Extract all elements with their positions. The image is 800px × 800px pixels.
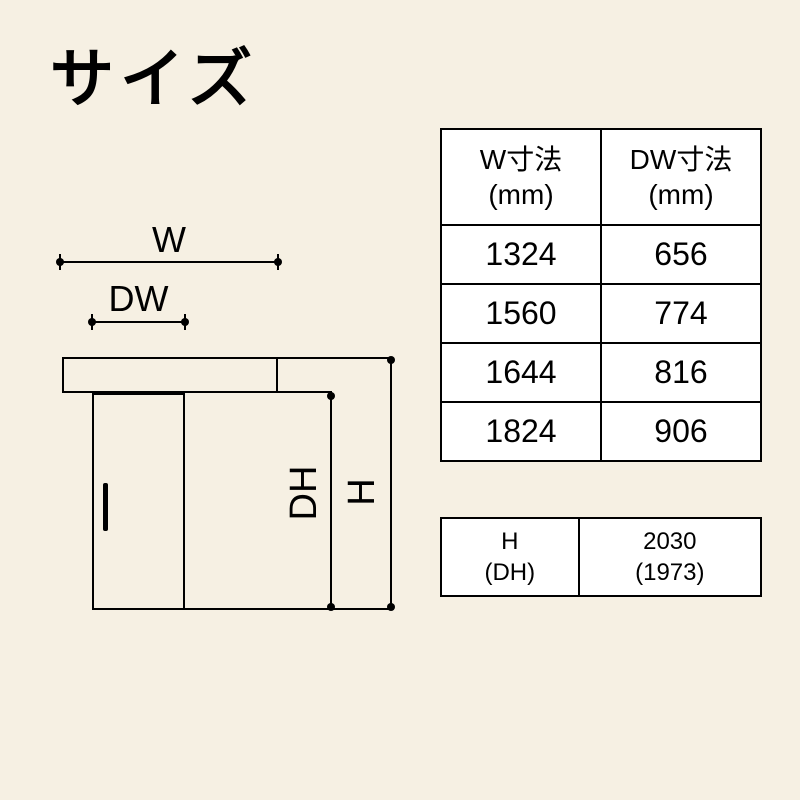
dw-dimension-line [92,321,185,323]
dw-column-header: DW寸法 (mm) [600,128,762,226]
dw-header-line1: DW寸法 [629,144,733,175]
dh-dim-dot-bottom [327,603,335,611]
size-table-row: 1644 816 [440,342,762,403]
h-dimension-line [390,358,392,610]
h-top-extension-line [278,357,392,359]
height-value-cell: 2030 (1973) [577,517,763,597]
w-value-cell: 1560 [440,283,602,344]
size-table: W寸法 (mm) DW寸法 (mm) 1324 656 1560 774 164… [440,128,762,462]
w-header-line2: (mm) [488,179,554,210]
w-dim-dot-right [274,258,282,266]
bottom-extension-line [185,608,392,610]
size-table-row: 1324 656 [440,224,762,285]
dw-dim-dot-right [181,318,189,326]
w-value-cell: 1644 [440,342,602,403]
height-value-line2: (1973) [635,559,705,586]
dw-dimension-label: DW [108,278,169,319]
w-value-cell: 1324 [440,224,602,285]
dw-value-cell: 656 [600,224,762,285]
height-label-line1: H [501,527,519,555]
w-column-header: W寸法 (mm) [440,128,602,226]
height-value-line1: 2030 [643,527,697,555]
height-table: H (DH) 2030 (1973) [440,517,763,597]
size-table-header-row: W寸法 (mm) DW寸法 (mm) [440,128,762,226]
size-table-row: 1824 906 [440,401,762,462]
w-dimension-label: W [152,219,186,260]
dw-value-cell: 774 [600,283,762,344]
height-label-line2: (DH) [484,559,536,586]
dw-value-cell: 816 [600,342,762,403]
w-value-cell: 1824 [440,401,602,462]
w-dimension-line [60,261,278,263]
w-header-line1: W寸法 [479,144,563,175]
door-handle [103,483,108,531]
height-label-cell: H (DH) [440,517,580,597]
door-frame-rail [62,357,278,393]
height-table-row: H (DH) 2030 (1973) [440,517,763,597]
dh-dim-dot-top [327,392,335,400]
size-table-row: 1560 774 [440,283,762,344]
h-dimension-label: H [341,478,383,506]
door-panel [92,393,185,610]
w-dim-dot-left [56,258,64,266]
h-dim-dot-top [387,356,395,364]
dw-dim-dot-left [88,318,96,326]
dh-dimension-label: DH [283,465,325,521]
page-title: サイズ [50,43,259,115]
dh-top-extension-line [278,391,332,393]
dh-dimension-line [330,393,332,610]
h-dim-dot-bottom [387,603,395,611]
dw-value-cell: 906 [600,401,762,462]
dw-header-line2: (mm) [648,179,714,210]
